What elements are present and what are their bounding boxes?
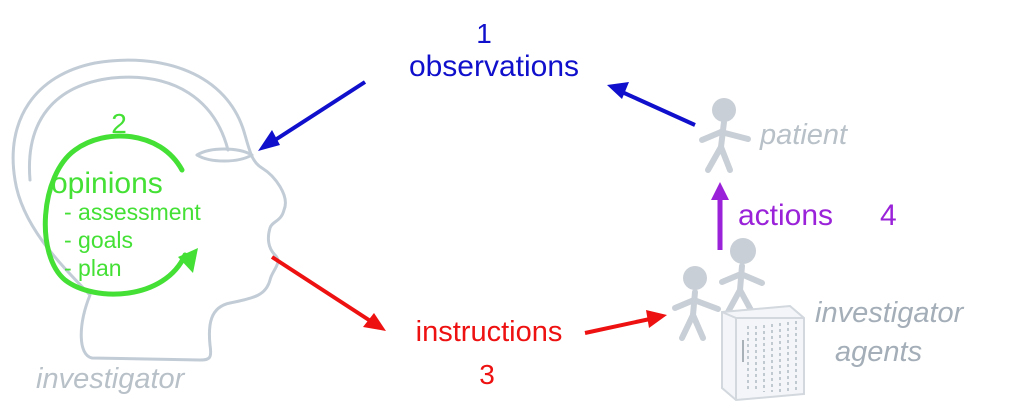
computer-tower-icon	[721, 304, 805, 402]
patient-to-observations-arrow	[607, 82, 696, 127]
observations-to-head-arrow	[258, 80, 367, 151]
patient-label: patient	[759, 119, 849, 151]
step1-label: observations	[409, 50, 579, 83]
step2-item-plan: - plan	[64, 255, 122, 281]
actions-arrow	[711, 182, 729, 250]
step1-number: 1	[476, 18, 492, 49]
agent-figures-icon	[672, 263, 765, 341]
patient-head-icon	[712, 98, 736, 122]
step2-label: opinions	[51, 167, 163, 200]
step2-number: 2	[111, 108, 127, 139]
agents-label-line2: agents	[835, 336, 922, 368]
patient-figure-icon	[699, 119, 751, 173]
instructions-to-agents-arrow	[584, 310, 667, 335]
step3-label: instructions	[416, 316, 563, 348]
step2-item-assessment: - assessment	[64, 199, 201, 225]
step2-item-goals: - goals	[64, 227, 133, 253]
opinions-loop-icon	[42, 133, 188, 297]
step4-label: actions	[738, 199, 833, 232]
investigator-head-icon	[11, 58, 287, 362]
step4-number: 4	[880, 199, 897, 232]
agents-label-line1: investigator	[815, 297, 965, 329]
head-to-instructions-arrow	[270, 255, 386, 331]
step3-number: 3	[479, 359, 495, 390]
opinions-loop-arrowhead	[178, 248, 198, 273]
agent-head-1-icon	[683, 266, 707, 290]
agent-head-2-icon	[730, 238, 756, 264]
investigator-label: investigator	[36, 363, 186, 395]
